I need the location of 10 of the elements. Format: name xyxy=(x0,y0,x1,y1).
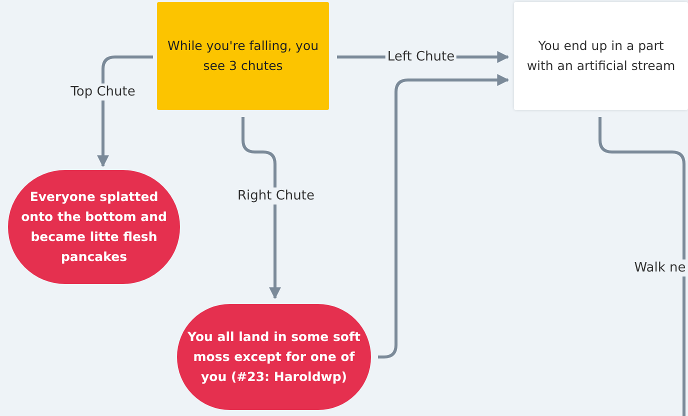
node-text: Everyone splatted onto the bottom and became litte flesh pancakes xyxy=(20,188,168,266)
edge-label: Top Chute xyxy=(68,84,138,100)
node-text: You end up in a part with an artificial stream xyxy=(526,37,676,75)
node-text: You all land in some soft moss except for one of you (#23: Haroldwp) xyxy=(187,328,361,386)
arrow xyxy=(97,56,153,168)
process-box xyxy=(157,2,329,110)
process-box xyxy=(514,2,688,110)
edge-label: Walk ne xyxy=(632,260,688,276)
node-text: While you're falling, you see 3 chutes xyxy=(167,37,319,75)
arrow xyxy=(242,117,281,300)
